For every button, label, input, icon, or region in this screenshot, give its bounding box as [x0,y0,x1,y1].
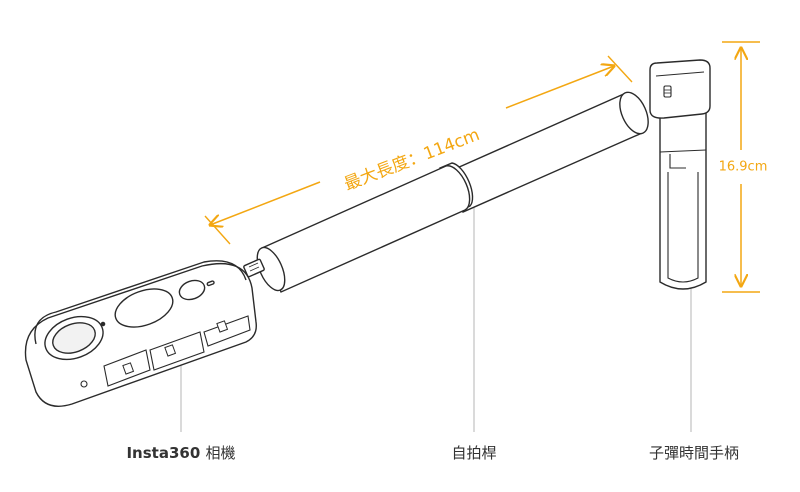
bullet-time-handle-label: 子彈時間手柄 [648,444,739,462]
handle-height-label: 16.9cm [719,160,768,175]
selfie-stick-label: 自拍桿 [451,444,497,462]
bullet-time-handle [649,59,711,290]
selfie-stick [243,91,649,293]
camera-brand-label: Insta360 [126,444,201,462]
camera-label: Insta360 相機 [118,441,244,465]
height-dimension: 16.9cm [719,41,768,293]
screen [114,288,174,328]
shutter-button [178,279,206,301]
camera-suffix-label: 相機 [205,444,236,462]
insta360-camera [24,260,257,407]
